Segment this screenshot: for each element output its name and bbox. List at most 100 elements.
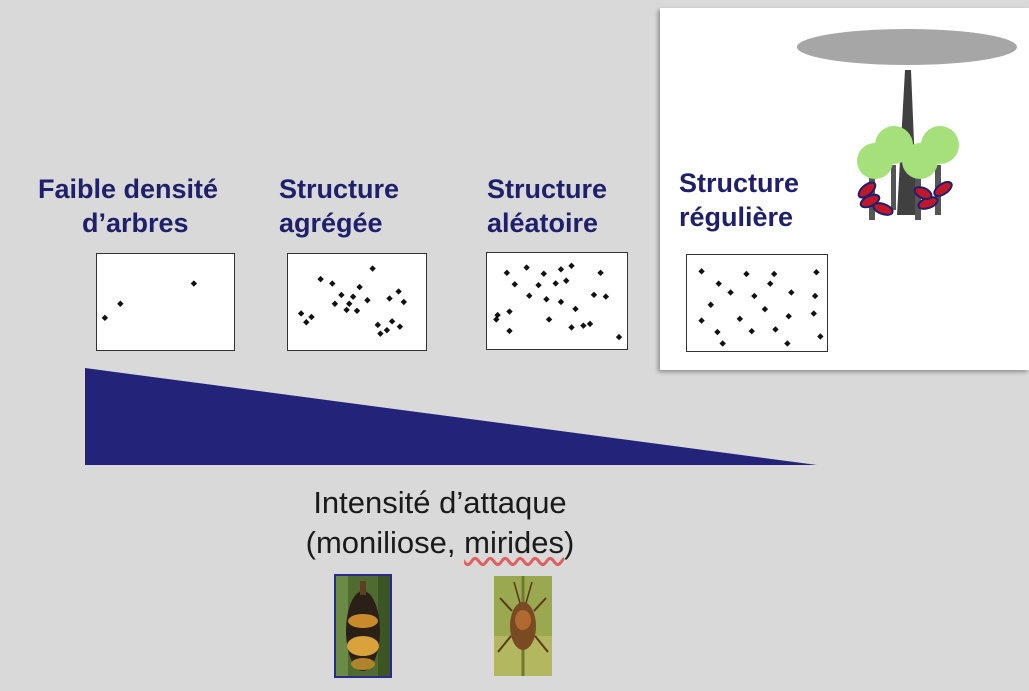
tree-point xyxy=(707,301,714,308)
mirid-bug-photo xyxy=(494,576,552,676)
tree-point xyxy=(761,305,769,313)
tree-point xyxy=(552,280,559,287)
tree-point xyxy=(557,266,565,273)
tree-point xyxy=(493,316,500,323)
tree-point xyxy=(386,295,393,302)
tree-point xyxy=(535,281,542,289)
tree-point xyxy=(586,320,594,328)
tree-point xyxy=(190,280,198,287)
regular-label-line1: Structure xyxy=(679,168,800,198)
tree-point xyxy=(101,314,109,322)
tree-point xyxy=(772,326,779,333)
tree-point xyxy=(526,292,533,299)
tree-point xyxy=(377,330,384,337)
tree-point xyxy=(719,340,726,347)
small-trunk-2 xyxy=(915,175,921,220)
tree-point xyxy=(329,280,336,287)
tree-point xyxy=(572,305,579,313)
shade-tree-with-cocoa-icon xyxy=(797,29,1017,220)
tree-point xyxy=(698,317,705,324)
tree-point xyxy=(788,289,795,296)
tree-point xyxy=(543,296,550,303)
tree-point xyxy=(557,298,565,306)
tree-point xyxy=(590,291,598,299)
random-label-line1: Structure xyxy=(487,174,608,204)
low_density-points xyxy=(101,280,198,322)
tree-point xyxy=(303,319,310,326)
regular-structure-label: Structure régulière xyxy=(679,166,799,234)
intensity-line1: Intensité d’attaque xyxy=(313,485,567,520)
tree-point xyxy=(395,288,402,295)
tree-point xyxy=(580,322,587,329)
tree-point xyxy=(523,264,530,271)
tree-point xyxy=(356,283,363,291)
tree-point xyxy=(563,277,570,284)
tree-point xyxy=(715,280,722,287)
tree-point xyxy=(369,265,376,272)
tree-point xyxy=(615,333,623,341)
tree-point xyxy=(736,315,744,323)
tree-point xyxy=(770,270,778,278)
cocoa-pod-3 xyxy=(857,181,877,199)
tree-point xyxy=(503,269,511,277)
low-density-label-line2: d’arbres xyxy=(82,208,189,238)
aggregated-label-line1: Structure xyxy=(279,174,400,204)
intensity-line2: (moniliose, mirides) xyxy=(305,525,575,560)
tree-point xyxy=(396,323,404,330)
tree-point xyxy=(751,292,758,300)
aggregated-pattern-box xyxy=(287,253,427,351)
tree-point xyxy=(317,275,324,283)
tree-point xyxy=(353,307,361,314)
regular-points xyxy=(698,268,824,347)
tree-point xyxy=(349,293,357,300)
small-trunk-4 xyxy=(891,165,896,210)
tree-point xyxy=(338,291,345,299)
regular-label-line2: régulière xyxy=(679,202,794,232)
tree-point xyxy=(308,313,315,321)
tree-point xyxy=(545,316,553,323)
tree-point xyxy=(506,308,513,315)
aggregated-points xyxy=(297,265,407,337)
tree-point xyxy=(568,262,575,269)
tree-point xyxy=(817,333,824,340)
tree-point xyxy=(388,318,396,325)
tree-point xyxy=(364,297,371,304)
attack-intensity-caption: Intensité d’attaque (moniliose, mirides) xyxy=(200,483,680,563)
tree-point xyxy=(813,269,820,276)
low-density-label-line1: Faible densité xyxy=(38,174,219,204)
tree-point xyxy=(117,300,124,307)
tree-point xyxy=(602,293,610,300)
tree-point xyxy=(331,300,339,307)
low-density-label: Faible densité d’arbres xyxy=(38,172,218,240)
tree-point xyxy=(810,310,817,317)
tree-point xyxy=(727,289,734,296)
tree-point xyxy=(400,298,407,306)
tree-point xyxy=(540,270,547,277)
random-label-line2: aléatoire xyxy=(487,208,599,238)
cocoa-pod-6 xyxy=(913,186,933,200)
tree-point xyxy=(568,324,575,331)
tree-point xyxy=(748,327,755,335)
random-pattern-box xyxy=(486,252,628,350)
tree-point xyxy=(714,328,721,336)
tree-crown-4 xyxy=(921,126,959,164)
tree-point xyxy=(506,327,513,335)
tree-point xyxy=(597,269,604,277)
cocoa-pod-5 xyxy=(933,180,953,198)
tree-point xyxy=(511,281,518,288)
tree-point xyxy=(743,270,750,278)
attack-intensity-wedge xyxy=(85,368,817,465)
tree-point xyxy=(785,313,792,320)
low-density-pattern-box xyxy=(96,253,235,351)
regular-pattern-box xyxy=(686,254,828,352)
aggregated-label-line2: agrégée xyxy=(279,208,383,238)
tree-point xyxy=(297,310,305,317)
random-points xyxy=(493,262,623,341)
tree-point xyxy=(698,268,705,275)
tree-point xyxy=(784,340,791,347)
tree-point xyxy=(811,292,819,300)
cocoa-pod-moniliose-photo xyxy=(334,574,392,678)
tree-point xyxy=(767,280,774,287)
tree-point xyxy=(374,321,381,329)
